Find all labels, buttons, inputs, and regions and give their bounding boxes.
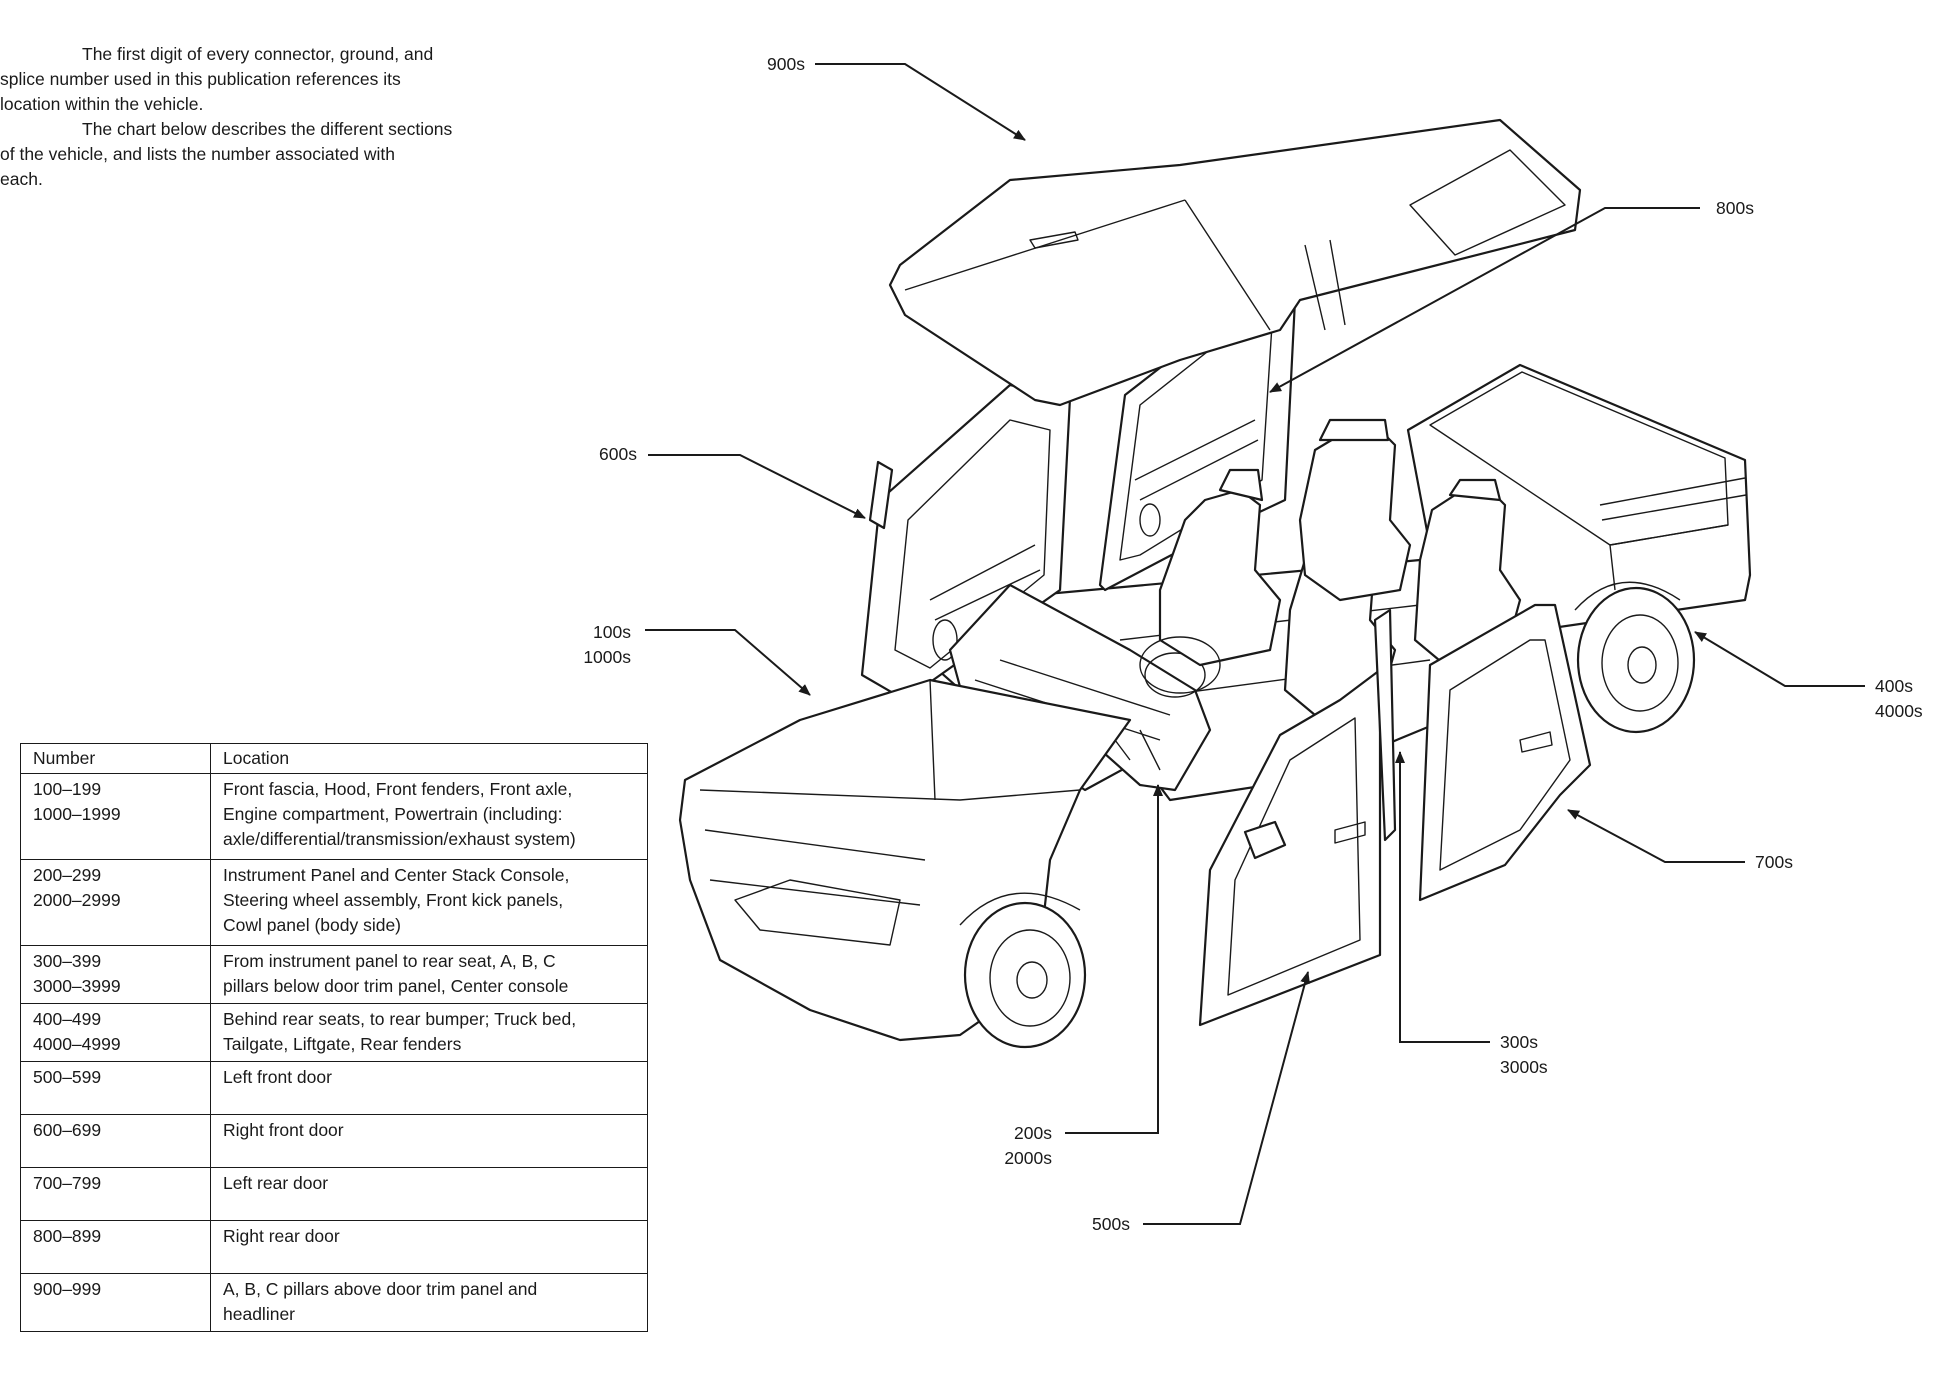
location-line: Engine compartment, Powertrain (includin… <box>223 804 563 824</box>
intro-text: The first digit of every connector, grou… <box>0 42 510 192</box>
location-line: Left front door <box>223 1067 332 1087</box>
callout-700s: 700s <box>1567 809 1793 872</box>
location-line: Left rear door <box>223 1173 329 1193</box>
number-cell: 400–499 4000–4999 <box>20 1003 211 1062</box>
callout-label-600s: 600s <box>599 444 637 464</box>
number-range: 500–599 <box>33 1067 102 1087</box>
front-wheel <box>959 892 1087 1049</box>
pickup-truck-illustration <box>678 118 1752 1049</box>
number-range: 800–899 <box>33 1226 102 1246</box>
callout-600s: 600s <box>599 444 866 519</box>
number-range: 2000–2999 <box>33 890 121 910</box>
location-line: axle/differential/transmission/exhaust s… <box>223 829 576 849</box>
location-line: Steering wheel assembly, Front kick pane… <box>223 890 564 910</box>
location-line: A, B, C pillars above door trim panel an… <box>223 1279 538 1299</box>
table-row: 500–599 Left front door <box>20 1061 648 1115</box>
intro-line: each. <box>0 169 43 189</box>
callout-label-3000s: 3000s <box>1500 1057 1548 1077</box>
roof-headliner <box>888 118 1582 407</box>
callout-label-1000s: 1000s <box>583 647 631 667</box>
location-cell: Right front door <box>210 1114 648 1168</box>
location-cell: Left rear door <box>210 1167 648 1221</box>
callout-label-100s: 100s <box>593 622 631 642</box>
rear-seats <box>1298 418 1522 667</box>
table-row: 900–999 A, B, C pillars above door trim … <box>20 1273 648 1332</box>
callout-label-500s: 500s <box>1092 1214 1130 1234</box>
location-line: Right front door <box>223 1120 344 1140</box>
location-line: Right rear door <box>223 1226 340 1246</box>
callout-label-300s: 300s <box>1500 1032 1538 1052</box>
callout-label-400s: 400s <box>1875 676 1913 696</box>
location-line: Tailgate, Liftgate, Rear fenders <box>223 1034 462 1054</box>
callout-200s: 200s 2000s <box>1004 784 1163 1168</box>
intro-line: The chart below describes the different … <box>82 119 453 139</box>
callout-300s: 300s 3000s <box>1395 751 1548 1077</box>
table-row: 200–299 2000–2999 Instrument Panel and C… <box>20 859 648 946</box>
location-line: headliner <box>223 1304 295 1324</box>
number-cell: 200–299 2000–2999 <box>20 859 211 946</box>
intro-line: location within the vehicle. <box>0 94 204 114</box>
table-row: 700–799 Left rear door <box>20 1167 648 1221</box>
intro-line: The first digit of every connector, grou… <box>82 44 434 64</box>
location-cell: From instrument panel to rear seat, A, B… <box>210 945 648 1004</box>
callout-500s: 500s <box>1092 971 1310 1234</box>
callout-label-4000s: 4000s <box>1875 701 1923 721</box>
rear-wheel <box>1574 581 1696 734</box>
number-range: 100–199 <box>33 779 102 799</box>
intro-paragraph-1: The first digit of every connector, grou… <box>0 42 510 117</box>
location-line: Instrument Panel and Center Stack Consol… <box>223 865 570 885</box>
number-range: 4000–4999 <box>33 1034 121 1054</box>
callout-label-700s: 700s <box>1755 852 1793 872</box>
chart-header-row: Number Location <box>20 743 648 774</box>
callout-900s: 900s <box>767 54 1026 141</box>
location-chart: Number Location 100–199 1000–1999 Front … <box>20 743 648 1332</box>
number-range: 200–299 <box>33 865 102 885</box>
callout-100s: 100s 1000s <box>583 622 811 696</box>
number-range: 3000–3999 <box>33 976 121 996</box>
callout-800s: 800s <box>1269 198 1754 393</box>
location-cell: Left front door <box>210 1061 648 1115</box>
callout-label-200s: 200s <box>1014 1123 1052 1143</box>
table-row: 600–699 Right front door <box>20 1114 648 1168</box>
intro-paragraph-2: The chart below describes the different … <box>0 117 510 192</box>
number-range: 300–399 <box>33 951 102 971</box>
number-cell: 900–999 <box>20 1273 211 1332</box>
number-range: 1000–1999 <box>33 804 121 824</box>
header-number: Number <box>20 743 211 774</box>
number-cell: 700–799 <box>20 1167 211 1221</box>
location-cell: A, B, C pillars above door trim panel an… <box>210 1273 648 1332</box>
location-line: pillars below door trim panel, Center co… <box>223 976 569 996</box>
callout-label-900s: 900s <box>767 54 805 74</box>
number-cell: 600–699 <box>20 1114 211 1168</box>
intro-line: splice number used in this publication r… <box>0 69 401 89</box>
number-cell: 300–399 3000–3999 <box>20 945 211 1004</box>
intro-line: of the vehicle, and lists the number ass… <box>0 144 395 164</box>
number-range: 400–499 <box>33 1009 102 1029</box>
table-row: 400–499 4000–4999 Behind rear seats, to … <box>20 1003 648 1062</box>
left-rear-door <box>1418 603 1592 902</box>
location-line: From instrument panel to rear seat, A, B… <box>223 951 556 971</box>
number-range: 600–699 <box>33 1120 102 1140</box>
number-range: 900–999 <box>33 1279 102 1299</box>
location-line: Cowl panel (body side) <box>223 915 402 935</box>
number-range: 700–799 <box>33 1173 102 1193</box>
location-cell: Behind rear seats, to rear bumper; Truck… <box>210 1003 648 1062</box>
callout-label-2000s: 2000s <box>1004 1148 1052 1168</box>
callout-label-800s: 800s <box>1716 198 1754 218</box>
location-line: Front fascia, Hood, Front fenders, Front… <box>223 779 573 799</box>
header-location: Location <box>210 743 648 774</box>
b-pillar <box>1373 608 1397 842</box>
location-cell: Right rear door <box>210 1220 648 1274</box>
table-row: 300–399 3000–3999 From instrument panel … <box>20 945 648 1004</box>
location-cell: Instrument Panel and Center Stack Consol… <box>210 859 648 946</box>
callout-400s: 400s 4000s <box>1694 631 1923 721</box>
left-front-door <box>1198 668 1382 1027</box>
location-line: Behind rear seats, to rear bumper; Truck… <box>223 1009 577 1029</box>
